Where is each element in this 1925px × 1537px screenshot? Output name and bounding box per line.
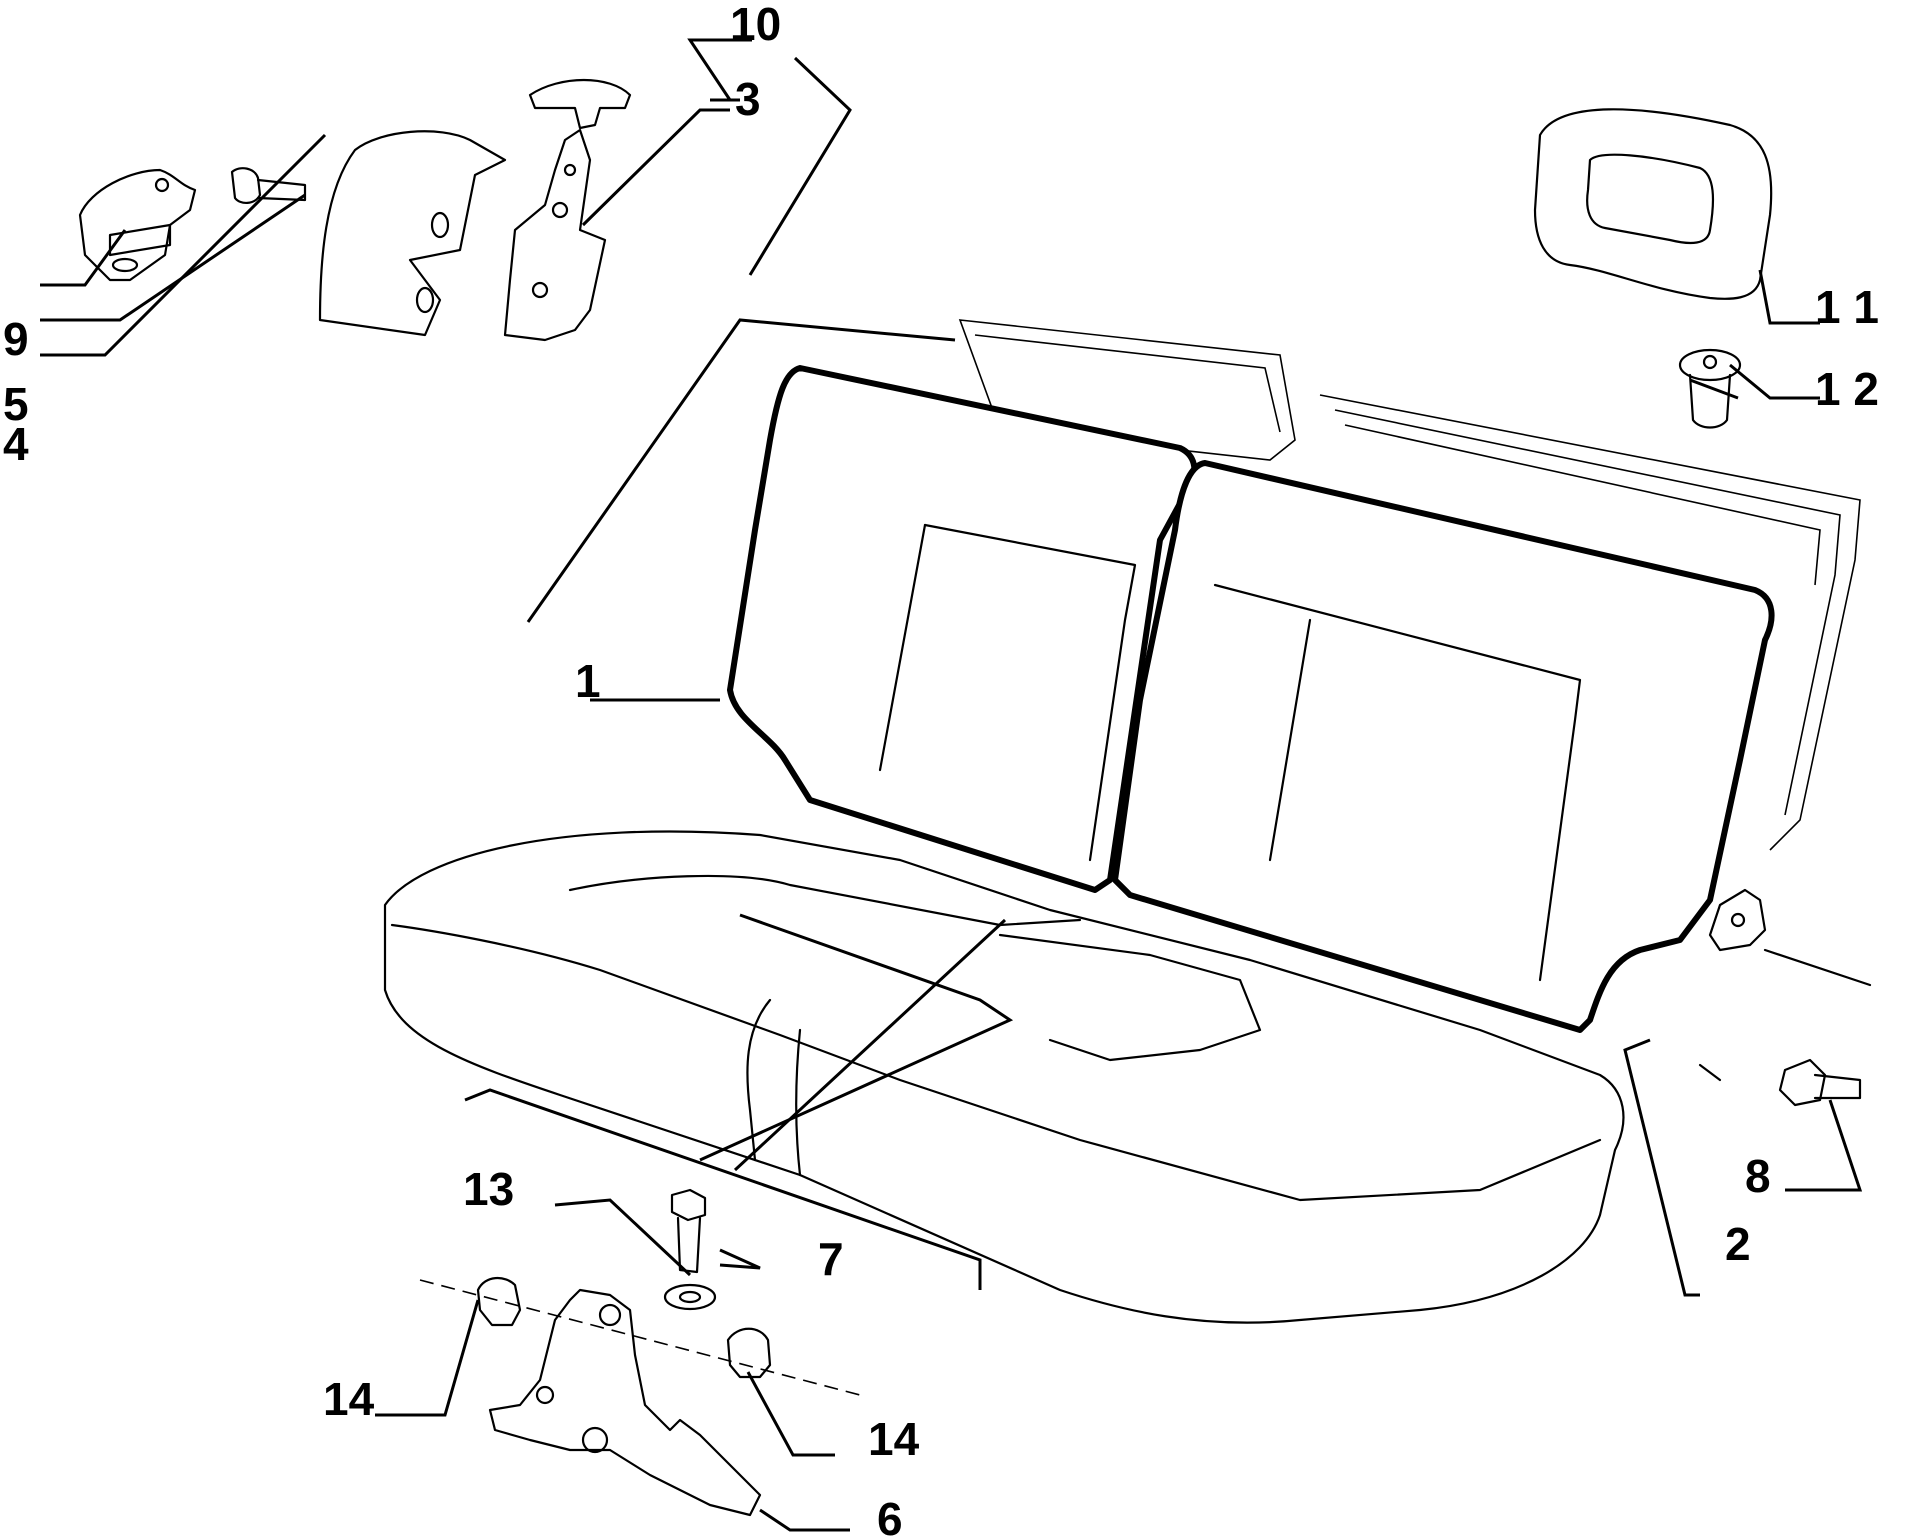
cap-10 [528, 79, 632, 130]
callout-7: 7 [818, 1233, 844, 1285]
right-hinge [1708, 888, 1767, 952]
callout-1: 1 [575, 655, 601, 707]
callout-3: 3 [735, 73, 761, 125]
callout-14-left: 14 [323, 1373, 375, 1425]
callout-10: 10 [730, 0, 781, 50]
headrest-guide [1678, 348, 1742, 429]
callout-13: 13 [463, 1163, 514, 1215]
bolt-5 [230, 167, 307, 204]
callout-5: 5 [3, 378, 29, 430]
backrest-right [1112, 460, 1775, 1033]
leader-lines [40, 38, 1863, 1532]
callout-labels: 1 2 3 4 5 6 7 8 9 10 1 1 1 2 13 14 14 [3, 0, 1879, 1537]
washer-13 [663, 1283, 717, 1311]
axis-line [419, 1279, 861, 1396]
headrest [1533, 108, 1773, 300]
floor-line-right [1763, 948, 1872, 987]
callout-8: 8 [1745, 1150, 1771, 1202]
bracket-9 [78, 168, 197, 282]
floor-line-small [1698, 1063, 1722, 1082]
callout-9: 9 [3, 313, 29, 365]
bracket-6 [488, 1288, 762, 1517]
callout-14-right: 14 [868, 1413, 920, 1465]
bolt-8 [1778, 1058, 1862, 1107]
bolt-7 [670, 1188, 707, 1274]
callout-11: 1 1 [1815, 281, 1879, 333]
seat-cushion [383, 830, 1625, 1324]
callout-12: 1 2 [1815, 363, 1879, 415]
bush-14-left [476, 1277, 522, 1327]
latch-3 [503, 128, 607, 342]
cover-4 [318, 130, 507, 337]
callout-2: 2 [1725, 1218, 1751, 1270]
callout-6: 6 [877, 1493, 903, 1537]
callout-4: 4 [3, 418, 29, 470]
